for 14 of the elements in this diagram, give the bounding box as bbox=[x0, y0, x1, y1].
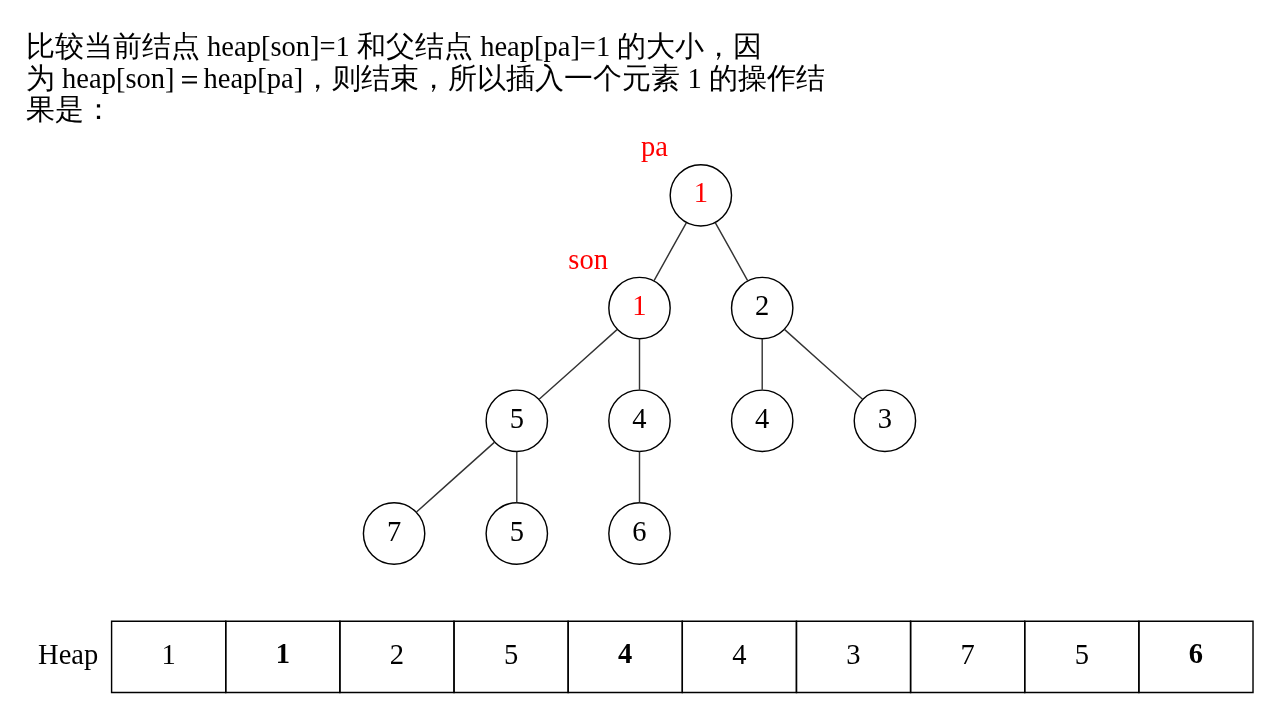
diagram-title: 比较当前结点 heap[son]=1 和父结点 heap[pa]=1 的大小，因为 heap[son]＝heap[pa]，则结束，所以插入一个元素 1 的操作结果是： bbox=[25, 31, 825, 126]
node-label: son bbox=[568, 243, 608, 275]
label: 6 bbox=[1188, 637, 1204, 669]
node-label: pa bbox=[641, 131, 668, 163]
label: 5 bbox=[1074, 639, 1089, 671]
label: 1 bbox=[161, 639, 176, 671]
label: 3 bbox=[846, 639, 861, 671]
label: 4 bbox=[732, 639, 747, 671]
label: 1 bbox=[275, 637, 290, 669]
label: Heap bbox=[38, 639, 99, 671]
label: 4 bbox=[618, 637, 633, 669]
label: 5 bbox=[503, 639, 519, 671]
label: 2 bbox=[389, 639, 405, 671]
label: 7 bbox=[960, 639, 975, 671]
